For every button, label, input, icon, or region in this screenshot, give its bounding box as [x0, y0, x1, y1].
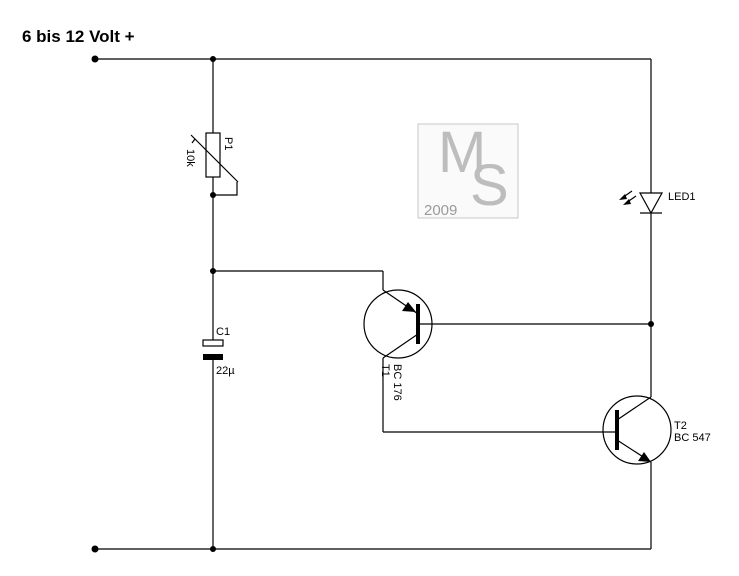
potentiometer-p1: P1 10k [184, 132, 239, 196]
svg-text:S: S [470, 153, 509, 218]
t1-emitter-wire [213, 270, 384, 290]
led1: LED1 [619, 190, 696, 215]
c1-value-label: 22µ [216, 365, 235, 377]
c1-name-label: C1 [216, 326, 230, 338]
capacitor-c1: C1 22µ [202, 326, 235, 377]
supply-voltage-title: 6 bis 12 Volt + [22, 27, 135, 46]
transistor-t2: T2 BC 547 [602, 395, 711, 549]
p1-value-label: 10k [184, 149, 196, 167]
t2-name-label: T2 [674, 420, 687, 432]
t1-name-label: T1 [379, 364, 391, 377]
ground-rail-wire [91, 545, 651, 553]
led1-name-label: LED1 [668, 191, 696, 203]
negative-terminal [91, 545, 99, 553]
p1-name-label: P1 [222, 137, 234, 150]
t1-base-wire [418, 321, 654, 327]
transistor-t1: T1 BC 176 [363, 289, 433, 432]
positive-terminal [91, 55, 99, 63]
watermark-year: 2009 [424, 202, 457, 219]
ms-watermark-logo: M S 2009 [417, 120, 519, 219]
t2-type-label: BC 547 [674, 432, 711, 444]
t1-type-label: BC 176 [391, 364, 403, 401]
svg-text:M: M [438, 120, 486, 185]
positive-rail-wire [91, 55, 651, 63]
